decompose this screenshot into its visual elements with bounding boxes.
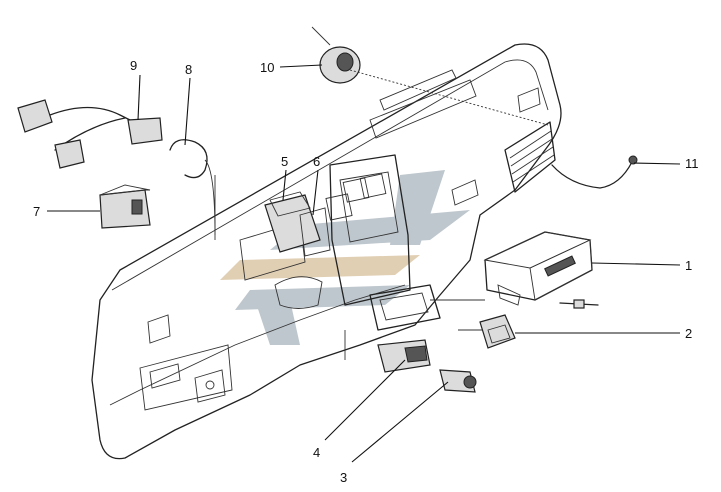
dashboard-top-edge <box>111 59 549 291</box>
part-lighter-socket[interactable] <box>439 369 477 393</box>
radio-faceplate <box>529 239 593 301</box>
sensor-cable-wire <box>551 161 633 189</box>
switch-block-face <box>487 324 511 344</box>
right-air-vent-louvers <box>509 130 555 183</box>
callout-10: 10 <box>260 60 274 75</box>
dashboard-outline <box>91 43 562 460</box>
switch-block-body <box>479 314 516 349</box>
defrost-slot <box>379 69 457 111</box>
vent-housing-top <box>269 191 311 217</box>
callout-2: 2 <box>685 326 692 341</box>
wire-clip-tail <box>204 159 216 236</box>
callout-7: 7 <box>33 204 40 219</box>
fuse-cover <box>194 369 226 403</box>
top-vent-strip <box>369 79 477 139</box>
part-relay[interactable] <box>99 184 151 229</box>
right-air-vent <box>504 121 556 193</box>
wire-clip-loop <box>169 139 208 179</box>
leader-5 <box>282 169 287 201</box>
center-console-inner <box>339 171 399 243</box>
part-lighter-housing[interactable] <box>377 339 431 373</box>
right-side-window <box>517 87 541 113</box>
left-air-vent <box>147 314 171 344</box>
part-radio[interactable] <box>483 231 599 309</box>
gauge-opening-1 <box>342 177 370 203</box>
watermark-v-right <box>390 170 445 245</box>
callout-5: 5 <box>281 154 288 169</box>
radio-display <box>544 255 576 277</box>
radio-bracket <box>497 284 521 306</box>
speaker-mount-screw <box>311 26 331 46</box>
left-lower-recess <box>139 344 233 411</box>
glovebox-handle <box>451 179 479 206</box>
leader-4 <box>324 359 406 441</box>
leader-10 <box>279 64 323 68</box>
left-switch-cluster <box>149 363 181 389</box>
lighter-socket-end <box>463 375 477 389</box>
watermark-logo <box>220 170 470 345</box>
part-sensor-cable[interactable] <box>551 155 638 189</box>
leader-3 <box>351 381 449 463</box>
callout-labels: 1 2 3 4 5 6 7 8 9 10 11 <box>33 58 699 485</box>
callout-11: 11 <box>685 156 699 171</box>
callout-6: 6 <box>313 154 320 169</box>
assembly-guide-lines <box>214 69 549 360</box>
callout-leaders <box>47 64 681 463</box>
center-console-frame <box>329 154 411 306</box>
fuse-cover-knob <box>205 380 215 390</box>
lighter-housing-knob <box>404 345 428 363</box>
part-switch-block[interactable] <box>458 314 516 349</box>
harness-connector-right <box>127 117 163 145</box>
relay-terminal <box>131 199 143 215</box>
leader-1 <box>591 262 681 266</box>
harness-connector-bottom <box>54 139 85 169</box>
part-vent-housing[interactable] <box>264 191 321 253</box>
console-ashtray-opening <box>379 292 429 321</box>
speaker-grille-center <box>336 52 354 72</box>
sensor-cable-plug <box>628 155 638 165</box>
radio-screw-head <box>573 299 585 309</box>
part-speaker-grille[interactable] <box>311 26 361 84</box>
part-vent-bracket[interactable] <box>299 207 331 257</box>
gauge-opening-3 <box>325 193 353 221</box>
leader-11 <box>633 162 681 165</box>
watermark-bar-mid <box>220 255 420 280</box>
dashboard-panel <box>91 43 562 460</box>
vent-bracket-body <box>299 207 331 257</box>
part-wire-clip[interactable] <box>169 139 216 236</box>
console-ashtray-housing <box>369 284 441 331</box>
relay-top <box>99 184 151 196</box>
harness-connector-left <box>17 99 53 133</box>
dashboard-lower-edge <box>109 284 406 406</box>
callout-4: 4 <box>313 445 320 460</box>
radio-body <box>484 231 593 301</box>
callout-8: 8 <box>185 62 192 77</box>
part-wiring-harness[interactable] <box>17 99 163 169</box>
leader-6 <box>312 169 319 216</box>
watermark-v-left <box>255 300 300 345</box>
callout-3: 3 <box>340 470 347 485</box>
leader-8 <box>184 77 191 146</box>
callout-9: 9 <box>130 58 137 73</box>
leader-9 <box>137 74 141 121</box>
steering-column-opening <box>274 276 323 309</box>
gauge-opening-2 <box>359 173 387 199</box>
callout-1: 1 <box>685 258 692 273</box>
